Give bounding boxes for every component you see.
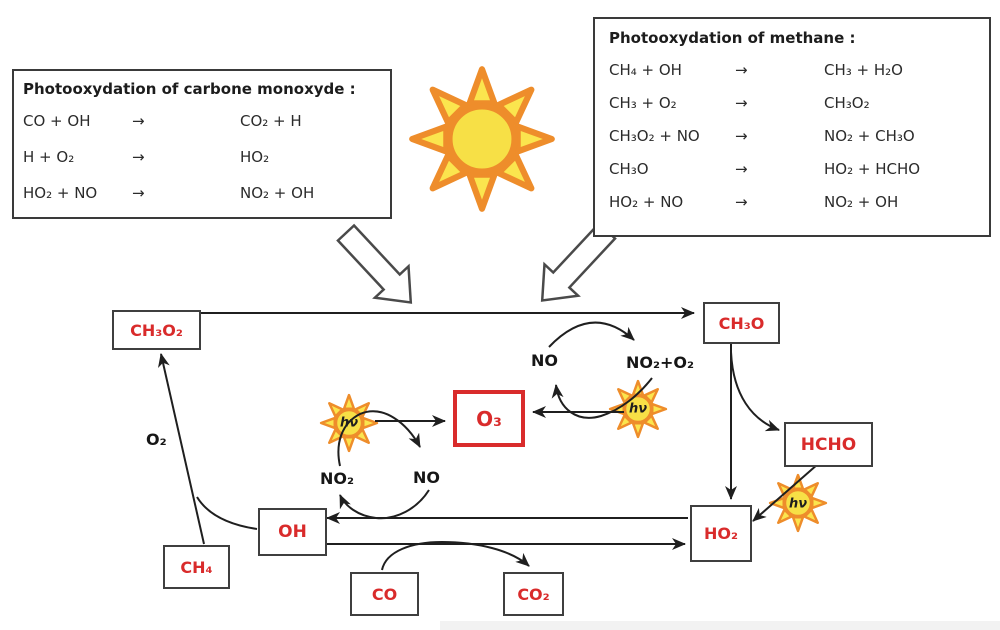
- label-hv-left: hν: [339, 415, 359, 431]
- methane-photooxidation-panel: Photooxydation of methane : CH₄ + OH → C…: [593, 17, 991, 237]
- species-box-oh: OH: [258, 508, 327, 556]
- bottom-strip: [440, 621, 1000, 630]
- reaction-arrow: →: [132, 184, 145, 202]
- reaction-row: CH₃O₂ + NO → NO₂ + CH₃O: [595, 119, 989, 152]
- reaction-row: H + O₂ → HO₂: [14, 139, 390, 175]
- reaction-row: CH₄ + OH → CH₃ + H₂O: [595, 53, 989, 86]
- reaction-lhs: CH₃ + O₂: [609, 93, 677, 112]
- arrow-hcho-to-ho2: [752, 463, 819, 522]
- label-o2: O₂: [146, 430, 167, 449]
- block-arrow-left-icon: [336, 223, 413, 304]
- reaction-arrow: →: [735, 60, 748, 79]
- arrow-ch3o-to-hcho: [730, 351, 780, 432]
- arrow-co-to-co2: [381, 540, 530, 571]
- block-arrow-right-icon: [540, 221, 617, 302]
- label-hv-center: hν: [628, 401, 648, 417]
- reaction-rhs: HO₂ + HCHO: [824, 159, 921, 178]
- reaction-row: CH₃O → HO₂ + HCHO: [595, 152, 989, 185]
- species-box-ch3o2: CH₃O₂: [112, 310, 201, 350]
- methane-panel-title: Photooxydation of methane :: [609, 29, 856, 47]
- reaction-rhs: CO₂ + H: [240, 112, 302, 130]
- reaction-row: HO₂ + NO → NO₂ + OH: [595, 185, 989, 218]
- species-box-ho2: HO₂: [690, 505, 752, 562]
- reaction-row: CH₃ + O₂ → CH₃O₂: [595, 86, 989, 119]
- reaction-row: CO + OH → CO₂ + H: [14, 103, 390, 139]
- reaction-rhs: CH₃O₂: [824, 93, 870, 112]
- sun-icon: [412, 69, 552, 209]
- arrow-ch4-to-ch3o2: [158, 353, 205, 545]
- label-no-top: NO: [531, 351, 558, 370]
- reaction-lhs: HO₂ + NO: [23, 184, 98, 202]
- reaction-arrow: →: [735, 159, 748, 178]
- reaction-row: HO₂ + NO → NO₂ + OH: [14, 175, 390, 211]
- species-box-co2: CO₂: [503, 572, 564, 616]
- species-box-ch3o: CH₃O: [703, 302, 780, 344]
- reaction-lhs: CO + OH: [23, 112, 91, 130]
- label-no-bottom: NO: [413, 468, 440, 487]
- reaction-rhs: NO₂ + CH₃O: [824, 126, 915, 145]
- reaction-lhs: CH₄ + OH: [609, 60, 682, 79]
- reaction-lhs: CH₃O: [609, 159, 649, 178]
- reaction-arrow: →: [132, 112, 145, 130]
- arrow-no2-photolysis-to-no: [551, 377, 653, 419]
- label-no2-plus-o2: NO₂+O₂: [626, 353, 695, 372]
- connector-oh-junction: [196, 496, 258, 530]
- arrow-no2-photolysis-left-to-no: [337, 410, 421, 467]
- label-no2-bottom: NO₂: [320, 469, 354, 488]
- arrow-no-to-no2o2: [548, 321, 635, 348]
- co-photooxidation-panel: Photooxydation of carbone monoxyde : CO …: [12, 69, 392, 219]
- species-box-ch4: CH₄: [163, 545, 230, 589]
- reaction-rhs: HO₂: [240, 148, 270, 166]
- arrow-no-to-no2-bottom: [339, 489, 430, 520]
- co-panel-title: Photooxydation of carbone monoxyde :: [23, 80, 356, 98]
- species-box-co: CO: [350, 572, 419, 616]
- reaction-lhs: CH₃O₂ + NO: [609, 126, 700, 145]
- reaction-rhs: CH₃ + H₂O: [824, 60, 903, 79]
- reaction-rhs: NO₂ + OH: [240, 184, 315, 202]
- reaction-arrow: →: [735, 192, 748, 211]
- reaction-lhs: HO₂ + NO: [609, 192, 684, 211]
- reaction-lhs: H + O₂: [23, 148, 75, 166]
- reaction-arrow: →: [132, 148, 145, 166]
- label-hv-right: hν: [788, 496, 808, 512]
- reaction-arrow: →: [735, 126, 748, 145]
- reaction-arrow: →: [735, 93, 748, 112]
- species-box-o3: O₃: [453, 390, 525, 447]
- reaction-rhs: NO₂ + OH: [824, 192, 899, 211]
- species-box-hcho: HCHO: [784, 422, 873, 467]
